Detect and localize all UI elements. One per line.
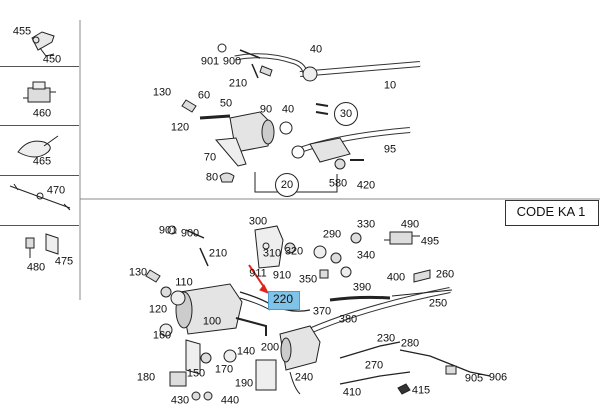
part-label: 370	[312, 305, 332, 318]
part-label: 911	[249, 267, 267, 280]
part-label: 120	[148, 303, 168, 316]
bottom-bracket-300	[254, 225, 284, 269]
part-label: 900	[222, 55, 242, 68]
bottom-catalytic-converter	[175, 283, 267, 336]
callout-label: 20	[280, 179, 294, 191]
part-label: 490	[400, 218, 420, 231]
rod-icon	[9, 183, 71, 211]
part-label: 95	[383, 143, 397, 156]
part-label: 455	[12, 25, 32, 38]
bottom-brackets-lower	[159, 286, 301, 401]
part-label: 390	[352, 281, 372, 294]
part-label: 350	[298, 273, 318, 286]
top-rear-pipe	[291, 127, 411, 163]
hose-clamp-icon	[17, 135, 59, 158]
part-label: 240	[294, 371, 314, 384]
sidebar-separator	[0, 225, 79, 226]
part-label: 40	[281, 103, 295, 116]
part-label: 50	[219, 97, 233, 110]
part-label: 130	[152, 86, 172, 99]
bottom-mount-490	[384, 231, 420, 245]
part-label: 140	[236, 345, 256, 358]
part-label: 210	[228, 77, 248, 90]
part-label: 230	[376, 332, 396, 345]
part-label: 415	[411, 384, 431, 397]
top-sensors	[181, 43, 364, 170]
red-arrow-pointer	[248, 264, 270, 294]
part-label: 70	[203, 151, 217, 164]
part-label: 280	[400, 337, 420, 350]
part-label: 190	[234, 377, 254, 390]
part-label: 170	[214, 363, 234, 376]
part-label: 300	[248, 215, 268, 228]
part-label: 400	[386, 271, 406, 284]
part-label: 901	[158, 224, 178, 237]
part-label: 130	[128, 266, 148, 279]
part-label: 180	[136, 371, 156, 384]
part-label: 90	[259, 103, 273, 116]
top-catalytic-converter	[199, 111, 275, 153]
callout-ring	[334, 102, 358, 126]
part-label: 270	[364, 359, 384, 372]
part-label: 440	[220, 394, 240, 407]
bracket-clamp-icon	[31, 31, 55, 57]
highlight-box[interactable]	[268, 291, 300, 310]
part-label: 905	[464, 372, 484, 385]
part-label: 465	[32, 155, 52, 168]
part-label: 60	[197, 89, 211, 102]
bolt-bracket-icon	[25, 233, 59, 258]
part-label: 290	[322, 228, 342, 241]
part-label: 410	[342, 386, 362, 399]
part-label: 430	[170, 394, 190, 407]
code-label: CODE KA 1	[516, 204, 586, 219]
part-label: 250	[428, 297, 448, 310]
top-bracket	[215, 137, 247, 183]
part-label: 495	[420, 235, 440, 248]
part-label: 580	[328, 177, 348, 190]
callout-label: 30	[339, 108, 353, 120]
part-label: 420	[356, 179, 376, 192]
highlighted-part-label[interactable]: 220	[272, 292, 294, 306]
sidebar-separator	[0, 175, 79, 176]
part-label: 906	[488, 371, 508, 384]
part-label: 40	[309, 43, 323, 56]
part-label: 910	[272, 269, 292, 282]
part-label: 80	[205, 171, 219, 184]
code-box	[505, 200, 599, 226]
part-label: 260	[435, 268, 455, 281]
part-label: 900	[180, 227, 200, 240]
part-label: 480	[26, 261, 46, 274]
bottom-second-converter	[279, 325, 321, 371]
part-label: 10	[383, 79, 397, 92]
part-label: 320	[284, 245, 304, 258]
part-label: 100	[202, 315, 222, 328]
part-label: 901	[200, 55, 220, 68]
part-label: 330	[356, 218, 376, 231]
top-pipe-assembly	[234, 53, 421, 82]
part-label: 150	[186, 367, 206, 380]
sidebar-separator	[0, 66, 79, 67]
part-label: 470	[46, 184, 66, 197]
callout-ring	[275, 173, 299, 197]
part-label: 310	[262, 247, 282, 260]
mount-block-icon	[23, 81, 56, 103]
part-label: 110	[175, 276, 193, 289]
part-label: 210	[208, 247, 228, 260]
sidebar-separator	[0, 125, 79, 126]
part-label: 340	[356, 249, 376, 262]
top-ring20-bracket	[254, 172, 338, 193]
bottom-sensors	[145, 225, 457, 395]
part-label: 200	[260, 341, 280, 354]
part-label: 160	[152, 329, 172, 342]
part-label: 475	[54, 255, 74, 268]
part-label: 380	[338, 313, 358, 326]
part-label: 450	[42, 53, 62, 66]
part-label: 460	[32, 107, 52, 120]
part-label: 120	[170, 121, 190, 134]
